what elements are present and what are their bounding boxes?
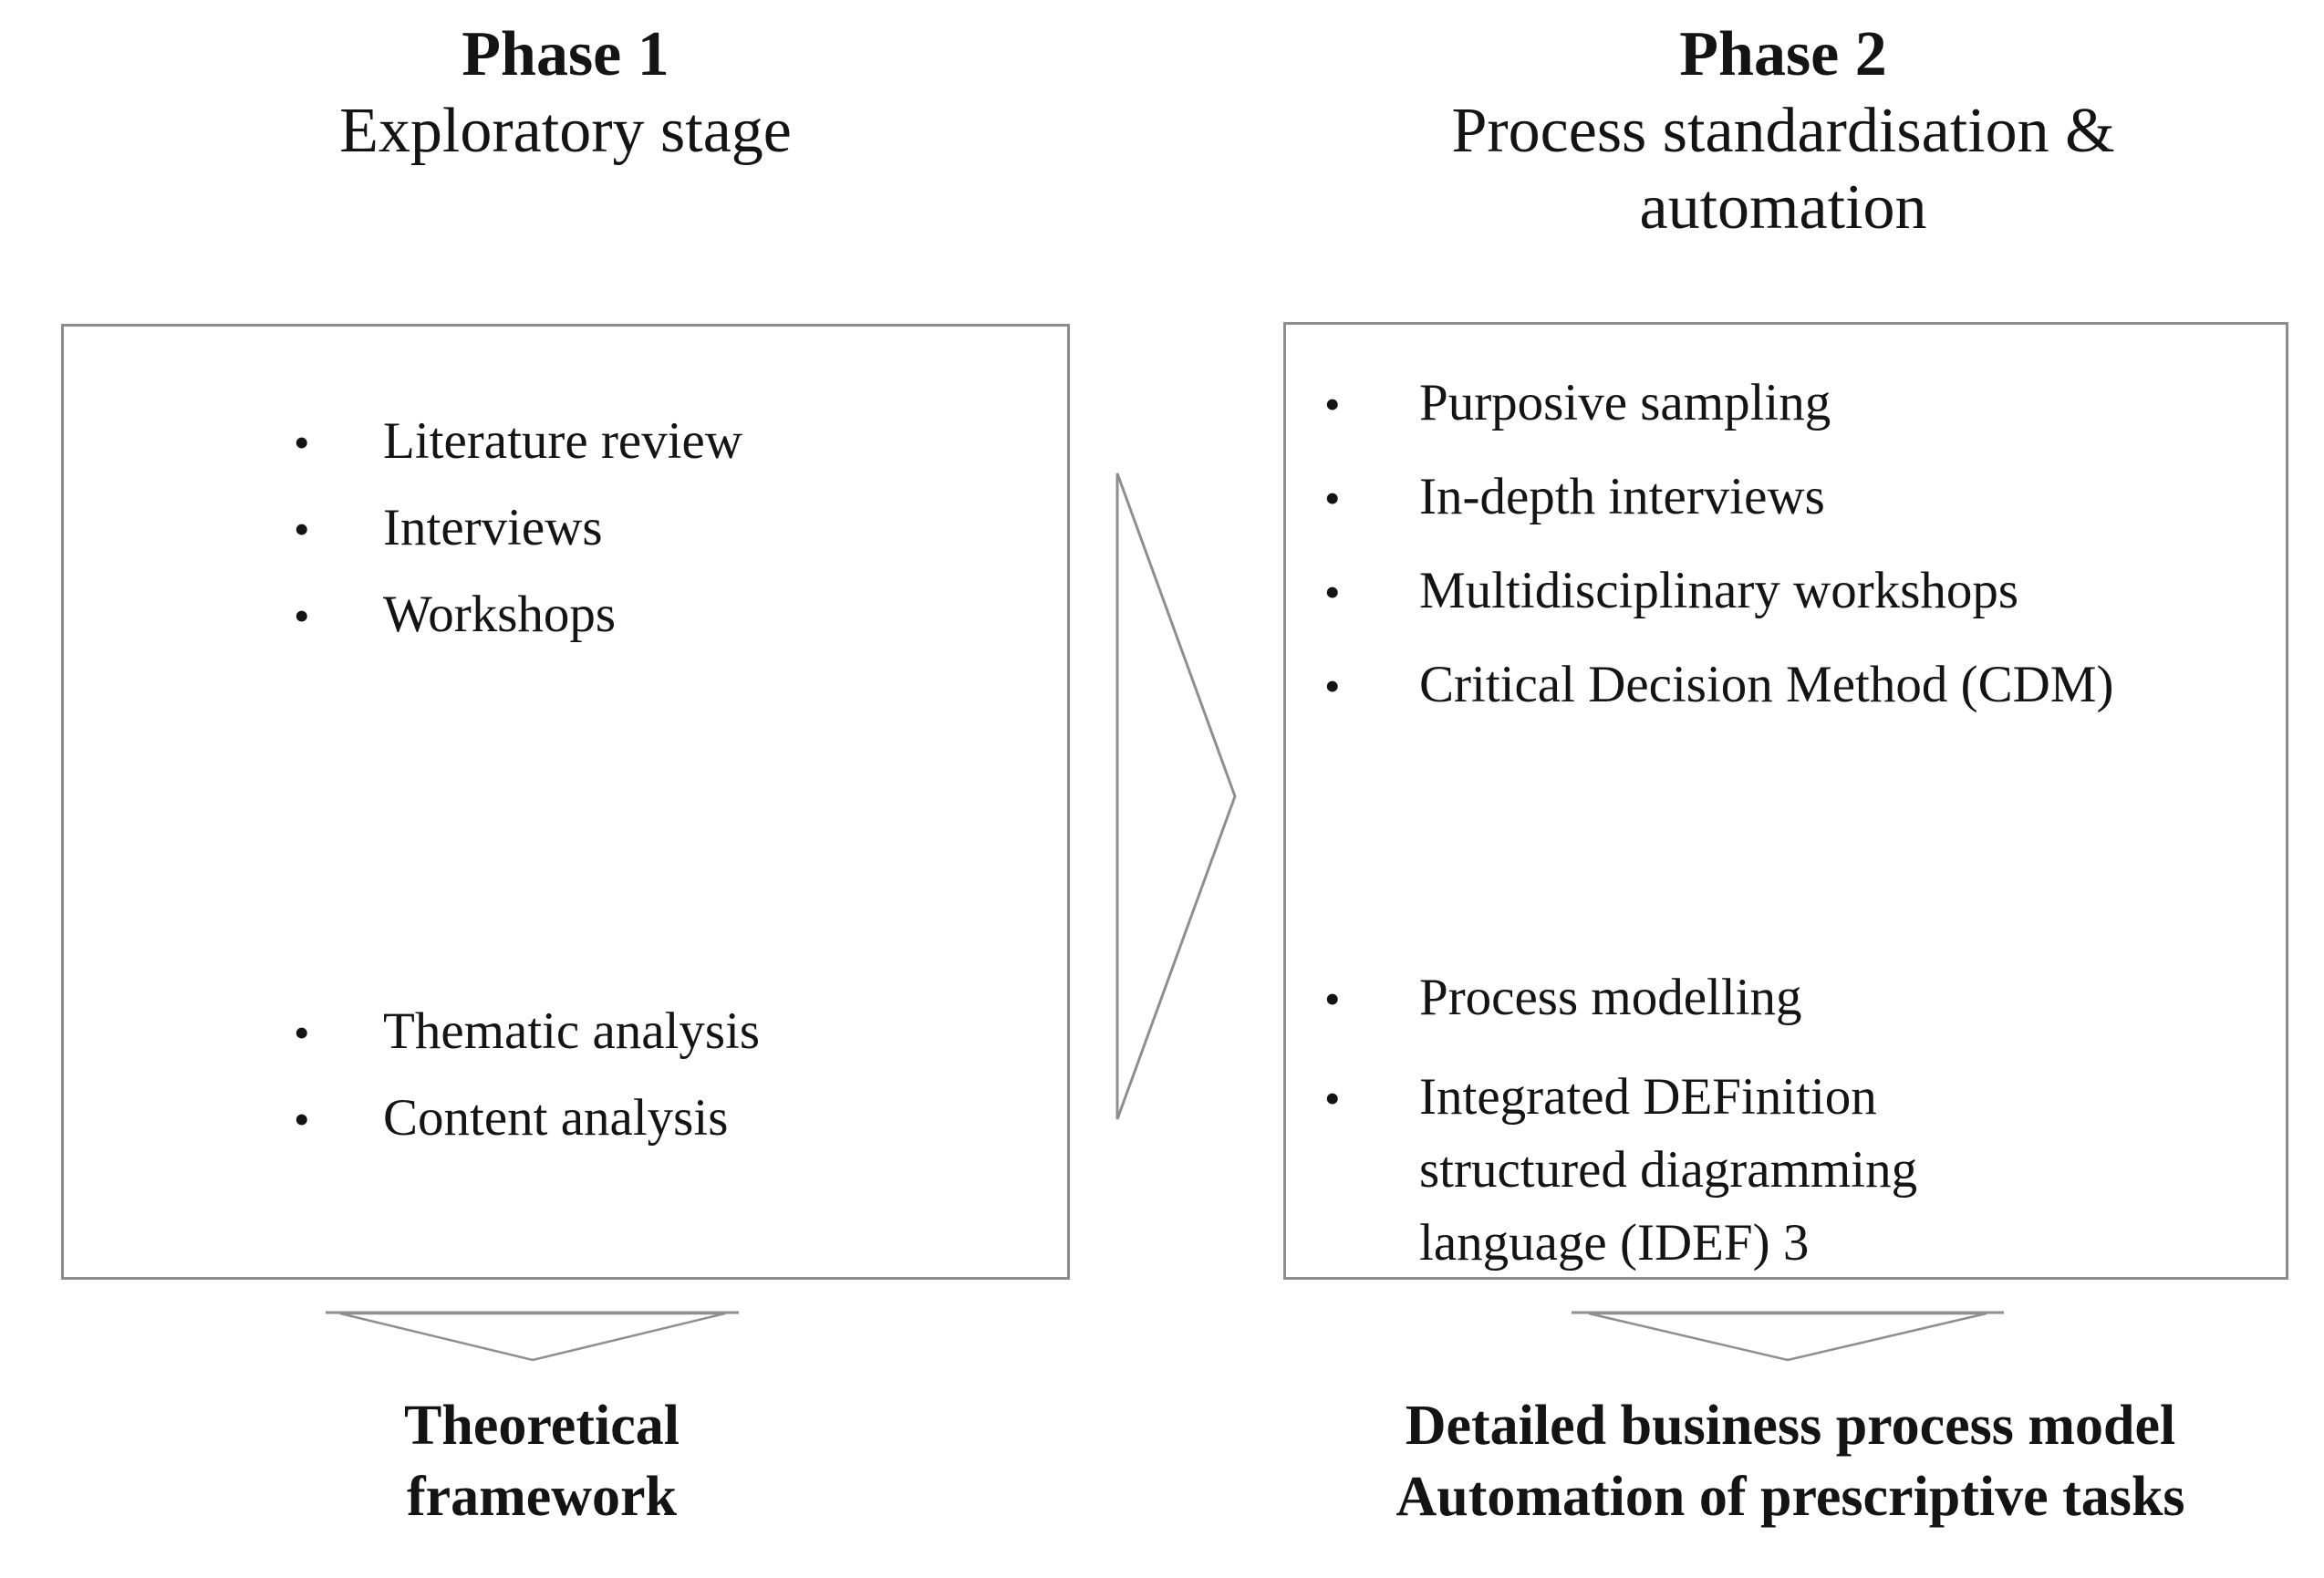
list-item-label: In-depth interviews [1419,468,1825,525]
list-item: • In-depth interviews [1324,451,2113,545]
list-item: • Integrated DEFinition structured diagr… [1324,1061,2003,1280]
bullet-icon: • [1324,566,1341,618]
phase1-to-phase2-arrow-icon [1115,472,1237,1120]
phase1-title-block: Phase 1 Exploratory stage [164,16,967,170]
bullet-icon: • [1324,1073,1341,1124]
phase2-analyses-list: • Process modelling • Integrated DEFinit… [1324,961,2003,1280]
list-item-label: Thematic analysis [383,1002,761,1060]
phase2-subtitle: Process standardisation & automation [1451,96,2115,243]
bullet-icon: • [294,590,310,641]
list-item: • Literature review [294,399,742,485]
list-item-label: Purposive sampling [1419,374,1831,431]
down-triangle-left-icon [339,1312,726,1362]
list-item: • Purposive sampling [1324,357,2113,451]
list-item-label: Interviews [383,499,603,556]
list-item: • Multidisciplinary workshops [1324,545,2113,638]
list-item-label: Multidisciplinary workshops [1419,562,2019,619]
bullet-icon: • [1324,379,1341,430]
phase1-subtitle: Exploratory stage [339,96,792,166]
list-item-label: Integrated DEFinition structured diagram… [1419,1068,1918,1272]
bullet-icon: • [1324,472,1341,524]
phase2-outcome-label: Detailed business process model Automati… [1289,1390,2292,1532]
phase1-outcome-label: Theoretical framework [404,1395,680,1528]
list-item: • Critical Decision Method (CDM) [1324,638,2113,732]
phase2-outcome-line: Detailed business process model [1405,1395,2176,1457]
bullet-icon: • [294,1094,310,1145]
phase1-methods-list: • Literature review • Interviews • Works… [294,399,742,659]
phase1-box [61,324,1070,1280]
list-item: • Interviews [294,485,742,572]
bullet-icon: • [294,1007,310,1058]
list-item-label: Workshops [383,586,617,643]
list-item: • Process modelling [1324,961,2003,1035]
bullet-icon: • [1324,973,1341,1024]
phase2-box [1283,322,2288,1280]
list-item-label: Critical Decision Method (CDM) [1419,656,2114,713]
phase2-title: Phase 2 [1679,19,1887,89]
phase2-methods-list: • Purposive sampling • In-depth intervie… [1324,357,2113,732]
phase2-title-block: Phase 2 Process standardisation & automa… [1382,16,2184,246]
down-triangle-right-icon [1588,1312,1987,1362]
phase1-analyses-list: • Thematic analysis • Content analysis [294,989,760,1162]
phase2-outcome-line: Automation of prescriptive tasks [1395,1466,2185,1528]
bullet-icon: • [1324,660,1341,711]
list-item-label: Literature review [383,412,743,470]
list-item-label: Process modelling [1419,969,1802,1026]
list-item: • Content analysis [294,1075,760,1162]
list-item: • Thematic analysis [294,989,760,1075]
list-item: • Workshops [294,572,742,659]
phase1-title: Phase 1 [462,19,669,89]
bullet-icon: • [294,504,310,555]
list-item-label: Content analysis [383,1089,729,1147]
bullet-icon: • [294,417,310,468]
